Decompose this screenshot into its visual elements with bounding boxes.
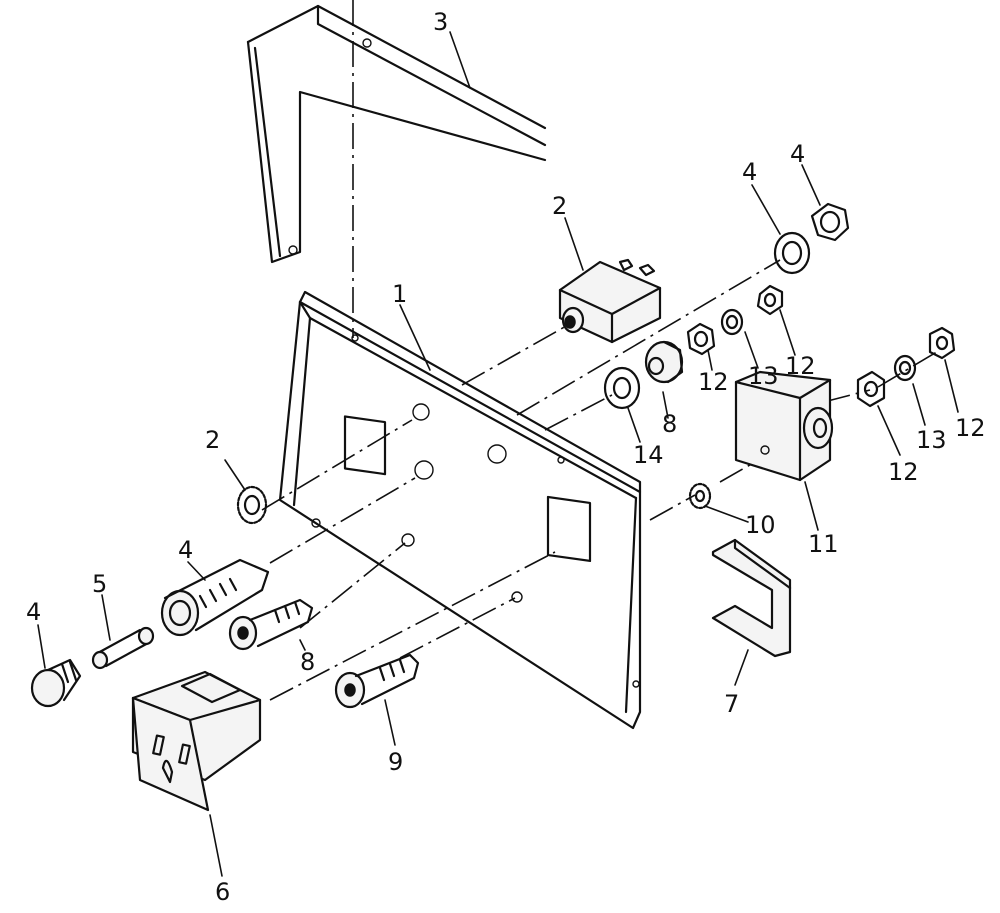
fuse-cap-part xyxy=(30,658,82,708)
callout-14: 14 xyxy=(633,441,664,469)
callout-2-breaker: 2 xyxy=(552,192,567,220)
callout-1: 1 xyxy=(392,280,407,308)
callout-9: 9 xyxy=(388,748,403,776)
callout-2-ring: 2 xyxy=(205,426,220,454)
callout-3: 3 xyxy=(433,8,448,36)
callout-12-b: 12 xyxy=(785,352,816,380)
circuit-breaker-part xyxy=(558,258,662,344)
lock-washer-part xyxy=(720,308,744,336)
hex-nut-part xyxy=(856,370,886,408)
washer-part xyxy=(773,231,811,275)
callout-13-a: 13 xyxy=(748,362,779,390)
hex-nut-part xyxy=(810,202,850,242)
callout-12-a: 12 xyxy=(698,368,729,396)
hex-nut-part xyxy=(756,284,784,316)
callout-4-washer: 4 xyxy=(742,158,757,186)
flat-washer-part xyxy=(603,366,641,410)
callout-12-c: 12 xyxy=(888,458,919,486)
callout-4-cap: 4 xyxy=(26,598,41,626)
hex-nut-part xyxy=(928,326,956,360)
callout-4-nut: 4 xyxy=(790,140,805,168)
outlet-receptacle-part xyxy=(131,670,262,812)
leader-lines xyxy=(37,31,959,877)
fuse-part xyxy=(91,626,155,670)
callout-11: 11 xyxy=(808,530,839,558)
callout-10: 10 xyxy=(745,511,776,539)
lock-washer-part xyxy=(893,354,917,382)
callout-4-holder: 4 xyxy=(178,536,193,564)
star-washer-part xyxy=(688,482,712,510)
assembly-axes xyxy=(261,259,941,701)
callout-13-b: 13 xyxy=(916,426,947,454)
callout-8-lower: 8 xyxy=(300,648,315,676)
fuse-holder-part xyxy=(160,558,270,637)
callout-6: 6 xyxy=(215,878,230,906)
callout-12-d: 12 xyxy=(955,414,986,442)
control-panel-part xyxy=(278,290,642,730)
mounting-bracket-part xyxy=(734,370,834,482)
indicator-lamp-part xyxy=(644,340,684,384)
knurled-ring-part xyxy=(236,485,268,525)
callout-5: 5 xyxy=(92,570,107,598)
lamp-holder-part xyxy=(228,598,314,651)
callout-labels: 3 1 2 2 4 4 4 4 5 6 7 8 8 9 10 11 12 12 … xyxy=(26,8,986,906)
hex-nut-part xyxy=(686,322,716,356)
callout-7: 7 xyxy=(724,690,739,718)
upper-bracket-part xyxy=(246,4,547,264)
pilot-lamp-part xyxy=(334,653,420,709)
u-clip-part xyxy=(711,538,792,658)
callout-8-upper: 8 xyxy=(662,410,677,438)
